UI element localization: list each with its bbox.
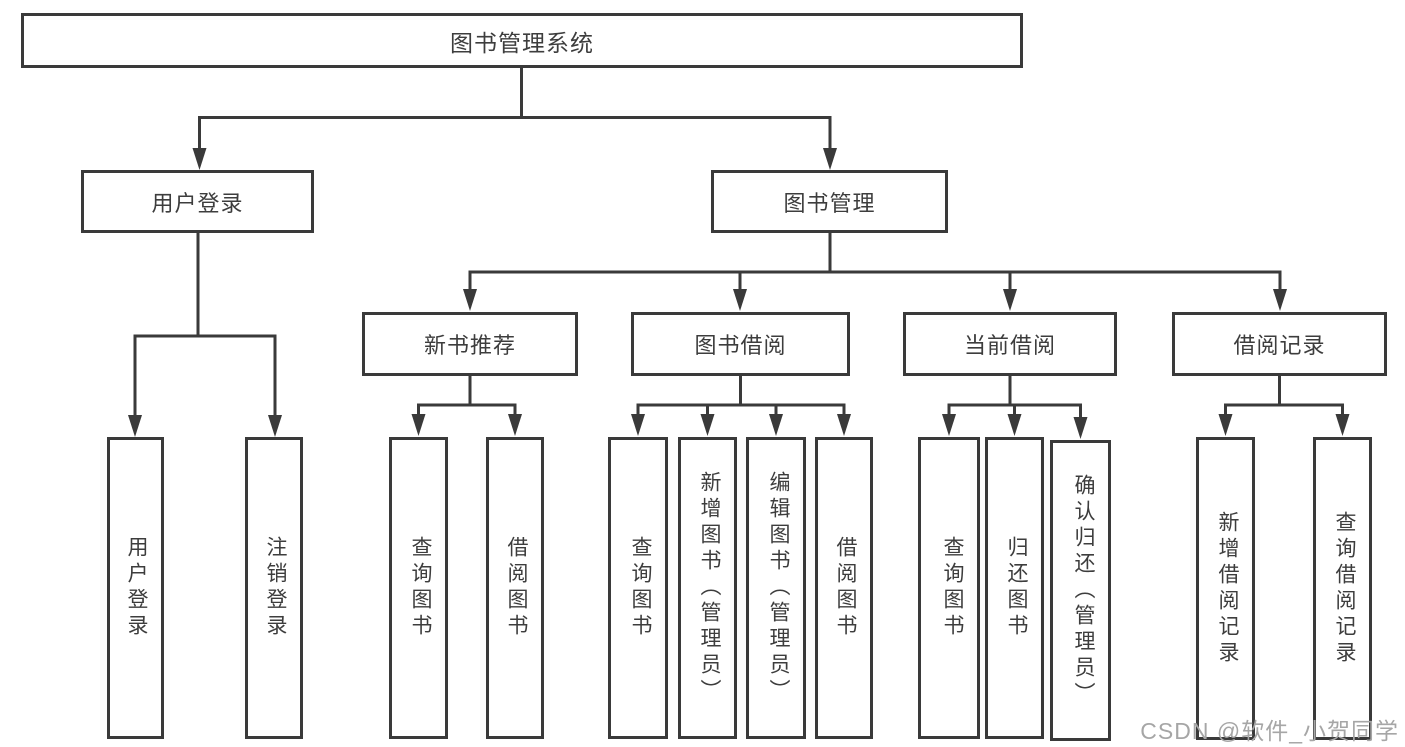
node-current-borrowing: 当前借阅	[903, 312, 1117, 376]
node-leaf-add-borrow-record: 新增借阅记录	[1196, 437, 1255, 740]
node-leaf-add-books-admin: 新增图书（管理员）	[678, 437, 737, 739]
node-user-login: 用户登录	[81, 170, 314, 233]
node-leaf-query-books-current: 查询图书	[918, 437, 980, 739]
node-book-management: 图书管理	[711, 170, 948, 233]
node-book-borrowing: 图书借阅	[631, 312, 850, 376]
node-borrowing-records: 借阅记录	[1172, 312, 1387, 376]
node-leaf-edit-books-admin: 编辑图书（管理员）	[746, 437, 806, 739]
node-leaf-confirm-return-admin: 确认归还（管理员）	[1050, 440, 1111, 741]
node-leaf-return-books: 归还图书	[985, 437, 1044, 739]
node-leaf-user-login: 用户登录	[107, 437, 164, 739]
node-leaf-query-borrow-record: 查询借阅记录	[1313, 437, 1372, 740]
node-leaf-query-books-recommend: 查询图书	[389, 437, 448, 739]
node-leaf-borrow-books-recommend: 借阅图书	[486, 437, 544, 739]
node-new-book-recommendation: 新书推荐	[362, 312, 578, 376]
node-library-management-system: 图书管理系统	[21, 13, 1023, 68]
csdn-watermark: CSDN @软件_小贺同学	[1140, 718, 1399, 744]
node-leaf-logout: 注销登录	[245, 437, 303, 739]
node-leaf-query-books-borrow: 查询图书	[608, 437, 668, 739]
node-leaf-borrow-books: 借阅图书	[815, 437, 873, 739]
